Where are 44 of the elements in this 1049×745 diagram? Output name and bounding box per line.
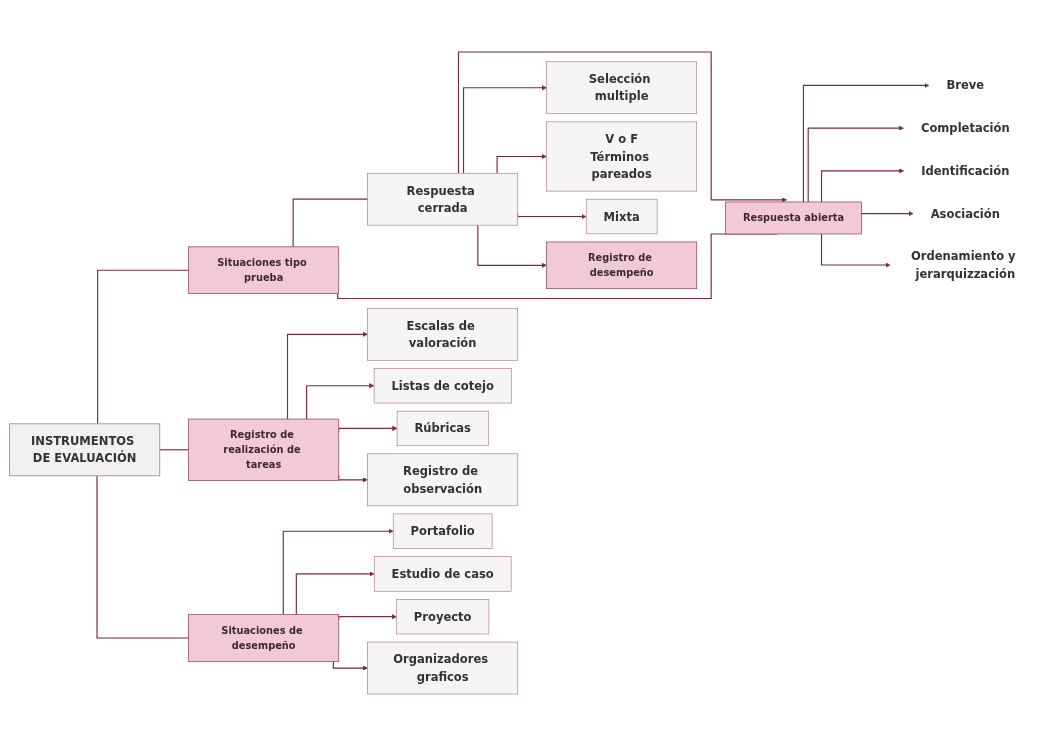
node-box: Situaciones tipo prueba: [187, 246, 339, 294]
arrow: [305, 382, 374, 420]
arrow: [332, 660, 368, 671]
arrow: [295, 570, 374, 615]
node-box: Respuesta cerrada: [366, 172, 518, 225]
arrow: [496, 153, 547, 174]
node-box: Registro de desempeño: [545, 241, 697, 289]
arrow: [802, 82, 929, 202]
arrow: [286, 331, 368, 420]
node-box: Estudio de caso: [373, 555, 511, 592]
arrow: [337, 425, 397, 432]
node-box: INSTRUMENTOS DE EVALUACIÓN: [8, 422, 160, 476]
node-box: Mixta: [585, 198, 657, 234]
arrow: [860, 210, 914, 216]
node-box: V o F Términos pareados: [545, 121, 697, 191]
arrow: [337, 613, 397, 621]
node-text: Ordenamiento y jerarquizzación: [910, 248, 1016, 281]
arrow: [476, 224, 547, 268]
node-text: Asociación: [930, 206, 1000, 221]
connector: [96, 269, 189, 424]
node-text: Completación: [920, 120, 1010, 135]
connector: [292, 198, 368, 247]
connector: [95, 474, 189, 639]
arrow: [820, 167, 904, 202]
node-text: Breve: [945, 78, 984, 92]
arrow: [462, 84, 547, 174]
node-box: Escalas de valoración: [366, 307, 518, 361]
arrow: [807, 125, 904, 202]
node-box: Rúbricas: [396, 410, 489, 446]
node-box: Respuesta abierta: [724, 201, 862, 234]
arrow: [457, 50, 787, 202]
node-box: Situaciones de desempeño: [187, 613, 339, 662]
node-box: Organizadores graficos: [366, 641, 518, 694]
node-text: Identificación: [920, 163, 1009, 178]
arrow: [820, 232, 890, 268]
node-box: Registro de observación: [366, 453, 518, 506]
arrow: [516, 212, 586, 219]
node-box: Proyecto: [395, 598, 489, 634]
node-box: Portafolio: [392, 513, 492, 549]
connector: [158, 448, 189, 450]
node-box: Selección multiple: [545, 61, 697, 114]
node-box: Registro de realización de tareas: [187, 418, 339, 481]
node-box: Listas de cotejo: [373, 367, 512, 403]
arrow: [282, 528, 393, 615]
